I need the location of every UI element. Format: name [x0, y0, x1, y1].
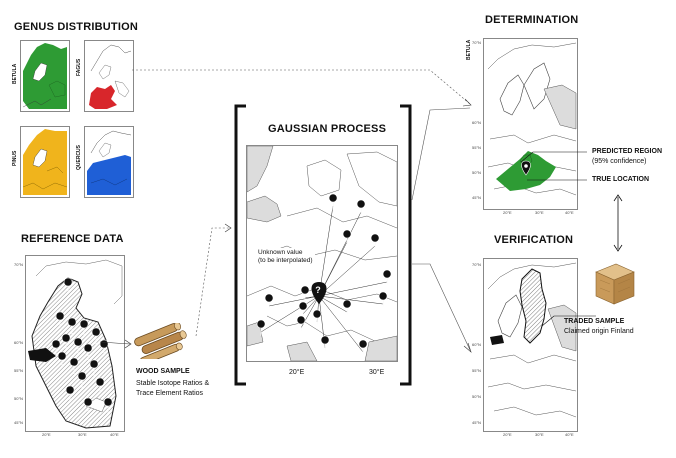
unknown-value-line2: (to be interpolated) — [258, 257, 313, 264]
traded-sample-sub: Claimed origin Finland — [564, 328, 634, 335]
genus-distribution-title: GENUS DISTRIBUTION — [14, 21, 138, 33]
ver-lat-tick: 60°N — [472, 342, 481, 347]
genus-map-betula — [20, 40, 70, 112]
det-lon-tick: 40°E — [565, 210, 574, 215]
gaussian-process-brackets — [234, 104, 412, 386]
double-arrow-icon — [613, 194, 623, 252]
ver-lat-tick: 70°N — [472, 262, 481, 267]
det-lat-tick: 60°N — [472, 120, 481, 125]
ver-lon-tick: 30°E — [535, 432, 544, 437]
det-lon-tick: 20°E — [503, 210, 512, 215]
reference-sample-pins — [51, 277, 113, 415]
det-lat-tick: 50°N — [472, 170, 481, 175]
determination-leader-lines — [520, 151, 587, 181]
verification-title: VERIFICATION — [494, 234, 574, 246]
query-symbol: ? — [315, 285, 321, 295]
ver-lat-tick: 55°N — [472, 368, 481, 373]
fagus-range — [89, 85, 117, 109]
quercus-range — [87, 155, 131, 195]
true-location-pin-icon — [521, 160, 531, 176]
ref-lat-tick: 70°N — [14, 262, 23, 267]
ref-lat-tick: 55°N — [14, 368, 23, 373]
ver-lon-tick: 20°E — [503, 432, 512, 437]
traded-sample-leader-line — [541, 315, 596, 327]
ref-lat-tick: 60°N — [14, 340, 23, 345]
betula-range — [23, 43, 67, 109]
gp-lon-label: 30°E — [369, 369, 385, 376]
ver-lat-tick: 50°N — [472, 394, 481, 399]
wood-sample-line1: Stable Isotope Ratios & — [136, 380, 210, 387]
claimed-origin-finland — [519, 268, 547, 344]
wood-logs-icon — [130, 323, 194, 359]
ref-lon-tick: 40°E — [110, 432, 119, 437]
unknown-value-label: Unknown value (to be interpolated) — [256, 248, 315, 266]
genus-map-fagus — [84, 40, 134, 112]
ver-lat-tick: 45°N — [472, 420, 481, 425]
det-lat-tick: 55°N — [472, 145, 481, 150]
pinus-range — [23, 129, 67, 195]
det-lat-tick: 45°N — [472, 195, 481, 200]
gp-lon-label: 20°E — [289, 369, 305, 376]
genus-distribution-grid: BETULA FAGUS PINUS QUERCUS — [8, 36, 134, 202]
reference-data-map — [25, 255, 125, 432]
reference-region — [31, 277, 117, 429]
query-pin-icon — [311, 282, 327, 304]
verification-map — [483, 258, 578, 432]
genus-map-quercus — [84, 126, 134, 198]
wood-sample-title: WOOD SAMPLE — [136, 368, 190, 375]
predicted-region-sub: (95% confidence) — [592, 158, 647, 165]
true-location-label: TRUE LOCATION — [592, 176, 650, 183]
ref-lon-tick: 30°E — [78, 432, 87, 437]
det-lat-tick: 70°N — [472, 40, 481, 45]
wood-cube-icon — [588, 258, 638, 308]
unknown-value-line1: Unknown value — [258, 249, 303, 256]
gaussian-process-map — [246, 145, 398, 362]
traded-sample-title: TRADED SAMPLE — [564, 318, 625, 325]
ver-lon-tick: 40°E — [565, 432, 574, 437]
ref-lat-tick: 50°N — [14, 396, 23, 401]
wood-sample-line2: Trace Element Ratios — [136, 390, 204, 397]
determination-title: DETERMINATION — [485, 14, 579, 26]
gaussian-process-title: GAUSSIAN PROCESS — [268, 123, 387, 135]
reference-data-title: REFERENCE DATA — [21, 233, 124, 245]
ref-lat-tick: 45°N — [14, 420, 23, 425]
predicted-region-title: PREDICTED REGION — [592, 148, 663, 155]
ref-lon-tick: 20°E — [42, 432, 51, 437]
det-lon-tick: 30°E — [535, 210, 544, 215]
determination-map — [483, 38, 578, 210]
genus-map-pinus — [20, 126, 70, 198]
sample-point-pins — [256, 193, 392, 357]
